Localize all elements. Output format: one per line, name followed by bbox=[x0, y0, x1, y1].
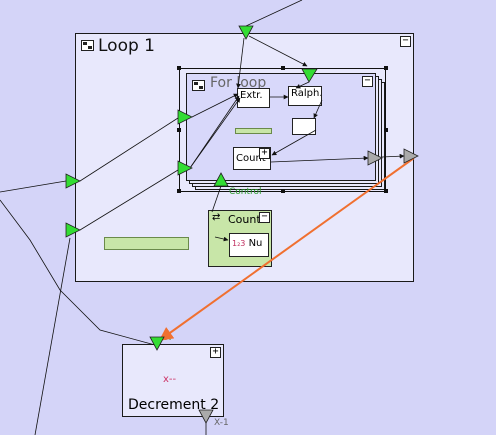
port-left-1[interactable] bbox=[65, 173, 81, 189]
loop-icon bbox=[81, 40, 94, 51]
num-icon: 1₂3 bbox=[232, 239, 246, 248]
port-decrement-out[interactable] bbox=[198, 409, 214, 424]
wire-port1-to-extr[interactable] bbox=[191, 93, 239, 118]
wire-empty-to-count[interactable] bbox=[271, 129, 317, 156]
selection-handle-tm[interactable] bbox=[281, 66, 285, 70]
wire-out-to-loop-out[interactable] bbox=[381, 153, 405, 159]
ralph-label: Ralph.s bbox=[291, 88, 321, 99]
extr-label: Extr. bbox=[240, 90, 263, 101]
wire-left-2-to-port[interactable] bbox=[79, 169, 179, 231]
selection-handle-bl[interactable] bbox=[177, 189, 181, 193]
decrement-title: Decrement 2 bbox=[128, 397, 220, 413]
decrement-symbol: x-- bbox=[163, 374, 177, 385]
selected-wire[interactable] bbox=[158, 157, 415, 341]
wire-count-to-num[interactable] bbox=[214, 236, 229, 242]
loop1-title: Loop 1 bbox=[98, 36, 155, 56]
decrement-expand-button[interactable]: + bbox=[210, 347, 221, 358]
port-forloop-in-2[interactable] bbox=[177, 160, 193, 176]
loop1-collapse-button[interactable]: − bbox=[400, 36, 411, 47]
num-block[interactable]: 1₂3 Nu bbox=[229, 233, 269, 257]
count-outer-collapse-button[interactable]: − bbox=[259, 212, 270, 223]
wire-top-to-extr[interactable] bbox=[236, 37, 245, 89]
wire-left-in-1[interactable] bbox=[0, 180, 67, 193]
wire-left-1-to-port[interactable] bbox=[79, 117, 179, 182]
selection-handle-br[interactable] bbox=[384, 189, 388, 193]
for-loop-icon bbox=[192, 80, 205, 91]
selection-handle-mr[interactable] bbox=[384, 128, 388, 132]
port-control[interactable] bbox=[213, 172, 229, 187]
port-left-2[interactable] bbox=[65, 222, 81, 238]
for-loop-title: For loop bbox=[210, 75, 267, 91]
wire-left-down[interactable] bbox=[34, 237, 71, 435]
wire-left-to-decrement[interactable] bbox=[0, 199, 156, 346]
wire-ralph-to-empty[interactable] bbox=[313, 99, 323, 119]
count-inner-block[interactable]: Count + bbox=[233, 147, 271, 170]
decrement-output-label: X-1 bbox=[214, 418, 229, 428]
selection-handle-bm[interactable] bbox=[281, 189, 285, 193]
count-outer-block[interactable]: ⇄ Count − 1₂3 Nu bbox=[208, 210, 272, 267]
selection-handle-tr[interactable] bbox=[384, 66, 388, 70]
count-inner-expand-button[interactable]: + bbox=[259, 148, 270, 159]
port-forloop-out[interactable] bbox=[367, 150, 383, 166]
selection-handle-ml[interactable] bbox=[177, 128, 181, 132]
count-inner-label: Count bbox=[236, 153, 266, 164]
empty-block[interactable] bbox=[292, 118, 316, 135]
control-port-label: Control bbox=[229, 187, 262, 197]
port-decrement-in[interactable] bbox=[149, 336, 165, 351]
ports bbox=[65, 25, 419, 424]
extr-block[interactable]: Extr. bbox=[237, 88, 270, 108]
wire-count-to-out[interactable] bbox=[270, 155, 369, 163]
for-loop-collapse-button[interactable]: − bbox=[362, 76, 373, 87]
outer-green-bar[interactable] bbox=[104, 237, 189, 250]
port-forloop-top[interactable] bbox=[301, 68, 318, 83]
wire-forloop-to-ralph[interactable] bbox=[295, 81, 310, 89]
wire-port2-to-count[interactable] bbox=[189, 97, 241, 169]
count-outer-label: Count bbox=[228, 213, 261, 226]
wire-top-in[interactable] bbox=[245, 0, 303, 27]
selection-handle-tl[interactable] bbox=[177, 66, 181, 70]
wire-control-to-count[interactable] bbox=[211, 185, 222, 213]
port-forloop-in-1[interactable] bbox=[177, 109, 193, 125]
port-loop-out[interactable] bbox=[403, 148, 419, 164]
decrement-block[interactable]: + x-- Decrement 2 bbox=[122, 344, 224, 417]
port-top-in[interactable] bbox=[238, 25, 254, 40]
num-label: Nu bbox=[248, 238, 263, 249]
loop-arrows-icon: ⇄ bbox=[212, 212, 221, 223]
inner-green-bar[interactable] bbox=[235, 128, 272, 134]
ralph-block[interactable]: Ralph.s bbox=[288, 86, 322, 106]
wire-top-to-forloop[interactable] bbox=[248, 35, 308, 67]
